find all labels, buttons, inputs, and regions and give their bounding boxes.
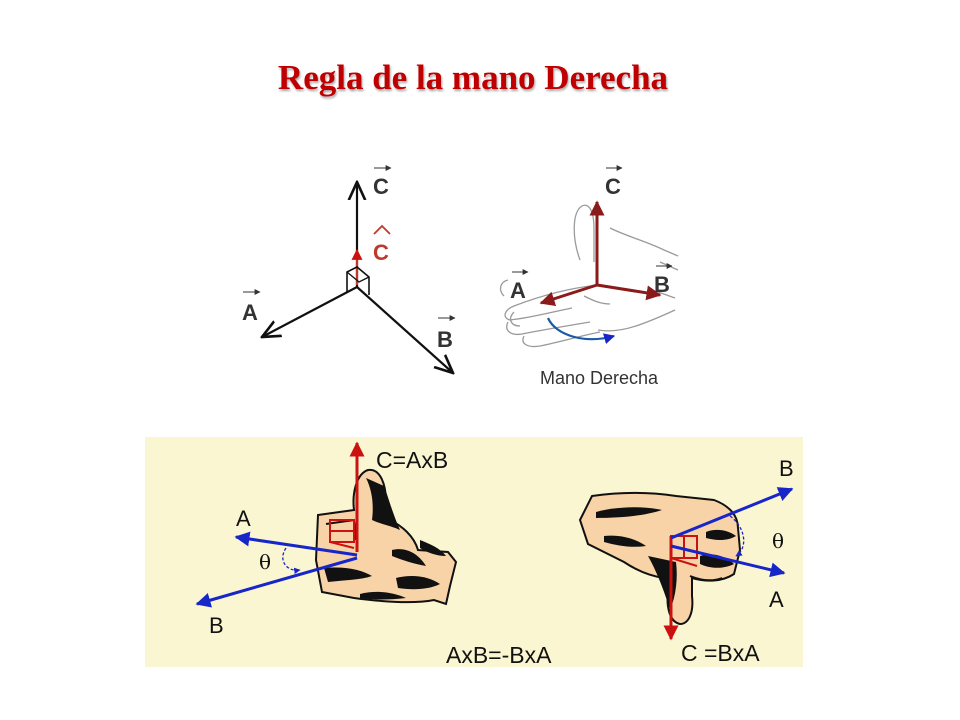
hand-vector-c-label: C — [605, 174, 621, 199]
hand-outline — [499, 204, 679, 348]
vector-c-label: C — [373, 174, 389, 199]
right-theta-arc — [729, 515, 745, 557]
right-angle-marker — [346, 266, 370, 295]
vector-b-arrow — [356, 286, 453, 373]
hand-vector-b-label: B — [654, 272, 670, 297]
anticommutative-equation: AxB=-BxA — [446, 642, 552, 668]
right-vector-b-label: B — [779, 456, 794, 481]
vector-b-label: B — [437, 327, 453, 352]
vector-a-label: A — [242, 300, 258, 325]
right-vector-c-label: C =BxA — [681, 640, 760, 666]
left-vector-a-label: A — [236, 506, 251, 531]
thumbs-down-hand: B A θ C =BxA — [578, 456, 794, 666]
left-vector-a-arrow — [234, 531, 358, 557]
vector-triad-diagram: C C A B — [242, 165, 456, 373]
page-title: Regla de la mano Derecha — [277, 58, 669, 97]
mano-derecha-caption: Mano Derecha — [540, 368, 659, 388]
left-vector-b-label: B — [209, 613, 224, 638]
left-theta-arc — [282, 547, 301, 575]
right-theta-label: θ — [772, 529, 784, 553]
hand-sketch-diagram: C A B Mano Derecha — [499, 165, 679, 388]
right-vector-b-arrow — [670, 487, 794, 540]
hand-vector-b-arrow — [596, 283, 662, 301]
unit-vector-c-hat-label: C — [373, 240, 389, 265]
right-vector-a-label: A — [769, 587, 784, 612]
hand-vector-a-arrow — [539, 283, 598, 307]
thumbs-up-hand: C=AxB A B θ — [195, 441, 458, 638]
vector-a-arrow — [262, 286, 358, 337]
left-theta-label: θ — [259, 550, 271, 574]
right-vector-a-arrow — [670, 544, 786, 578]
left-vector-c-label: C=AxB — [376, 447, 448, 473]
rotation-arrow — [546, 317, 616, 345]
left-vector-b-arrow — [195, 556, 358, 608]
hand-vector-a-label: A — [510, 278, 526, 303]
